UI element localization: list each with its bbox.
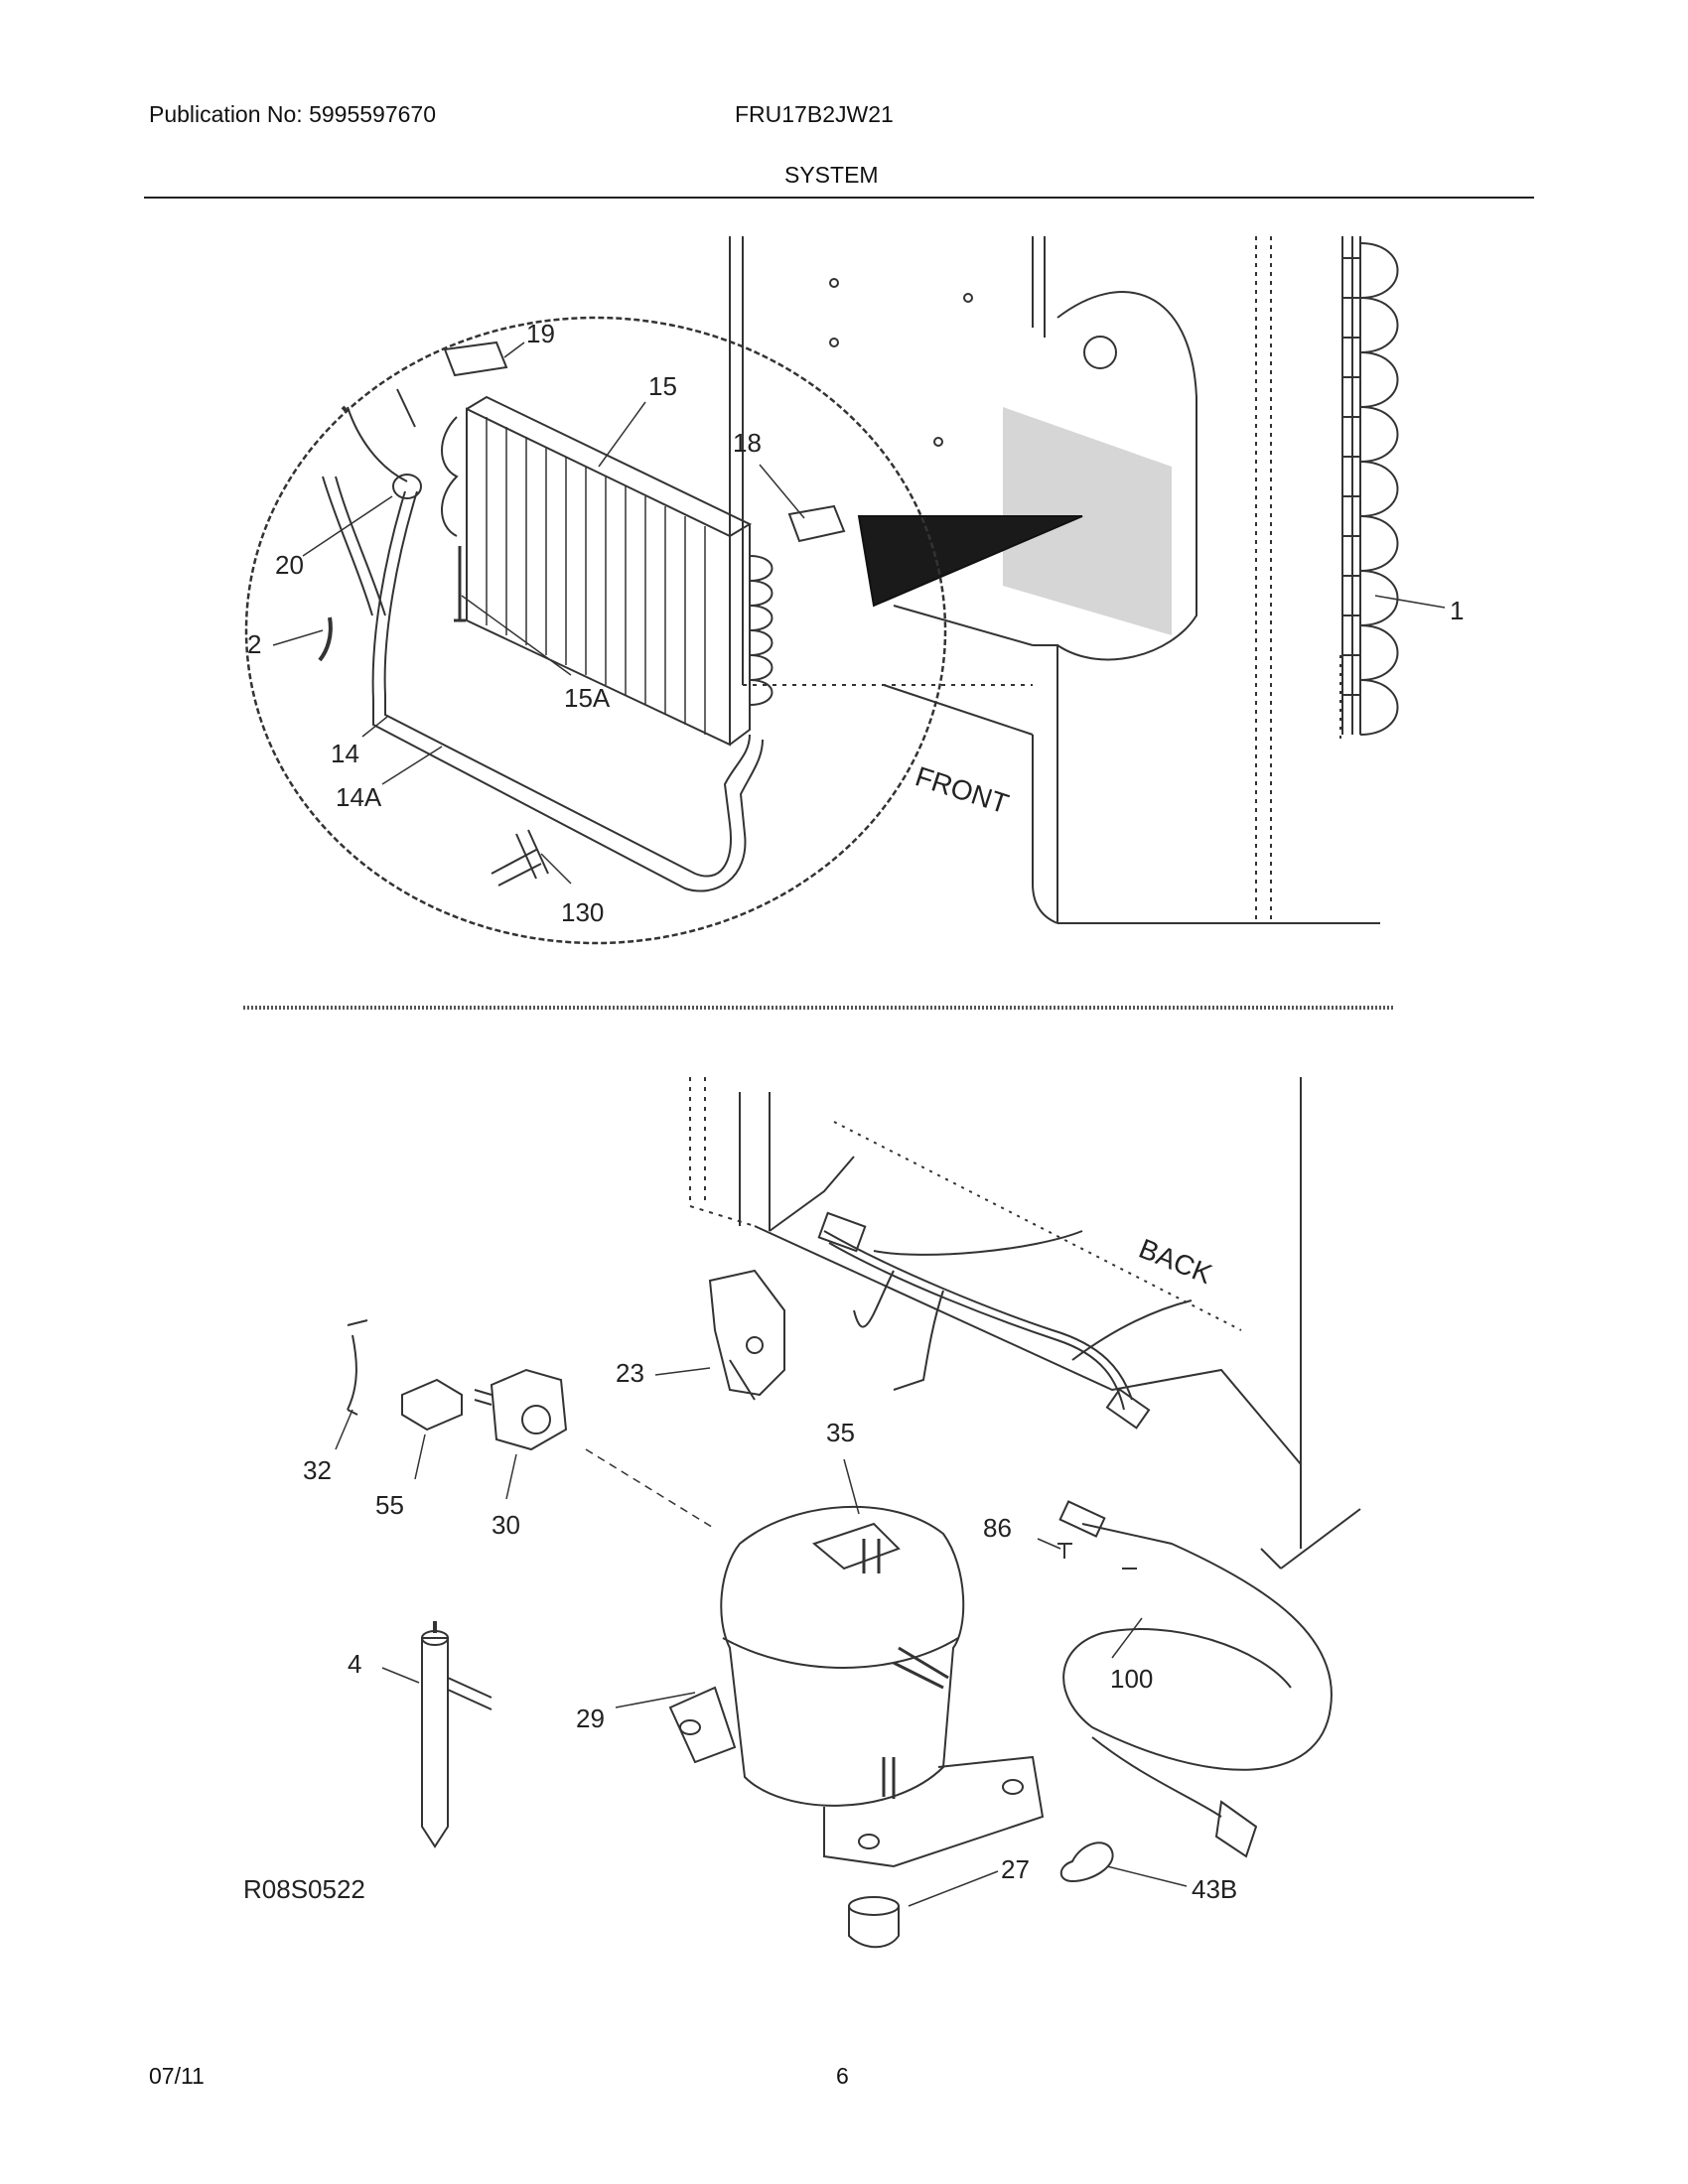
zoom-pointer: [857, 515, 1083, 608]
condenser-coil: [1341, 236, 1446, 736]
callout-100: 100: [1110, 1664, 1153, 1694]
callout-18: 18: [733, 428, 762, 458]
part-43b-clip: [1059, 1842, 1114, 1883]
leader-lines-top: [272, 341, 805, 885]
callout-27: 27: [1001, 1854, 1030, 1884]
callout-23: 23: [616, 1358, 644, 1388]
part-4-drier: [421, 1621, 492, 1848]
section-title: SYSTEM: [784, 162, 879, 188]
wiring-harness: [817, 1211, 1193, 1430]
part-19: [443, 341, 508, 377]
callout-19: 19: [526, 319, 555, 348]
part-27-grommet: [848, 1896, 900, 1949]
callout-30: 30: [492, 1510, 520, 1540]
callout-1: 1: [1450, 596, 1464, 625]
callout-35: 35: [826, 1418, 855, 1447]
page-number: 6: [836, 2063, 849, 2089]
part-2: [318, 616, 333, 662]
part-130: [491, 829, 549, 887]
callout-130: 130: [561, 897, 604, 927]
callout-15: 15: [648, 371, 677, 401]
cabinet-front-label: FRONT: [912, 760, 1012, 819]
callout-86: 86: [983, 1513, 1012, 1543]
drawing-code: R08S0522: [243, 1874, 365, 1904]
part-55-overload: [401, 1378, 463, 1432]
evaporator-tubing: [322, 476, 764, 892]
callout-2: 2: [247, 629, 261, 659]
callout-20: 20: [275, 550, 304, 580]
callout-43b: 43B: [1192, 1874, 1237, 1904]
cabinet-top: [729, 236, 1380, 924]
callout-4: 4: [348, 1649, 361, 1679]
header-rule: [144, 197, 1534, 199]
part-100-power-cord: [1058, 1500, 1333, 1858]
evaporator: [441, 395, 774, 747]
part-30-relay: [474, 1368, 568, 1451]
assembly-line-30: [585, 1448, 716, 1530]
callout-32: 32: [303, 1455, 332, 1485]
part-32-cover: [347, 1319, 368, 1416]
part-18: [787, 504, 846, 543]
callout-29: 29: [576, 1704, 605, 1733]
callout-15a: 15A: [564, 683, 611, 713]
callout-14: 14: [331, 739, 359, 768]
cabinet-bottom: [689, 1077, 1361, 1570]
callout-14a: 14A: [336, 782, 382, 812]
part-86-screw: [1057, 1543, 1137, 1570]
thermistor-20: [341, 388, 422, 499]
leader-lines-bottom: [335, 1367, 1188, 1907]
part-23-relay: [708, 1269, 785, 1401]
detail-zoom-circle: [244, 316, 947, 945]
part-15a: [454, 546, 466, 622]
part-29-compressor: [668, 1505, 1045, 1868]
model-number: FRU17B2JW21: [735, 101, 894, 127]
publication-number: Publication No: 5995597670: [149, 101, 437, 127]
footer-date: 07/11: [149, 2063, 205, 2089]
callout-55: 55: [375, 1490, 404, 1520]
